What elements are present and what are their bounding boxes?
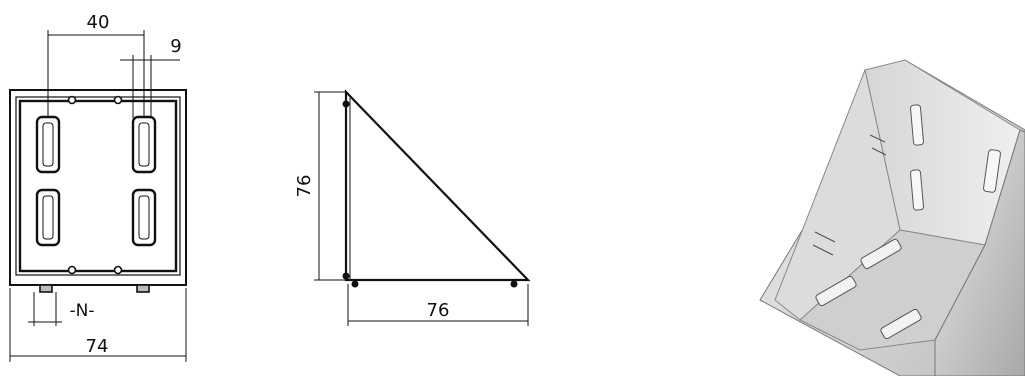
side-dot-bottom-left [342,272,350,280]
dim-76-base-label: 76 [427,300,450,321]
front-plate-outline [9,89,187,286]
side-triangle [344,89,531,282]
dim-74-label: 74 [86,336,109,357]
front-slot-top-left [35,115,61,174]
front-hole-bottom-left [67,265,77,275]
slot-n-label: -N- [70,301,95,321]
side-dimensions [314,91,529,326]
front-hole-top-right [113,95,123,105]
front-dimensions [9,30,187,362]
front-slot-bottom-left-inner [42,195,54,240]
front-plate-inner [15,96,181,276]
side-dot-foot-right [510,280,518,288]
side-dot-top [342,100,350,108]
front-foot-left [39,284,53,293]
dim-76-height-label: 76 [294,175,315,198]
side-dot-foot-left [351,280,359,288]
front-slot-top-right [131,115,157,174]
angle-bracket-render-icon [759,59,1025,376]
front-slot-top-left-inner [42,122,54,167]
dim-9-label: 9 [170,36,181,57]
front-hole-bottom-right [113,265,123,275]
front-slot-top-right-inner [138,122,150,167]
front-slot-bottom-right [131,188,157,247]
side-view [342,89,531,288]
dim-40-label: 40 [87,12,110,33]
front-hole-top-left [67,95,77,105]
front-plate-inner-2 [18,99,178,273]
front-view [9,89,187,293]
front-foot-right [136,284,150,293]
front-slot-bottom-right-inner [138,195,150,240]
front-slot-bottom-left [35,188,61,247]
